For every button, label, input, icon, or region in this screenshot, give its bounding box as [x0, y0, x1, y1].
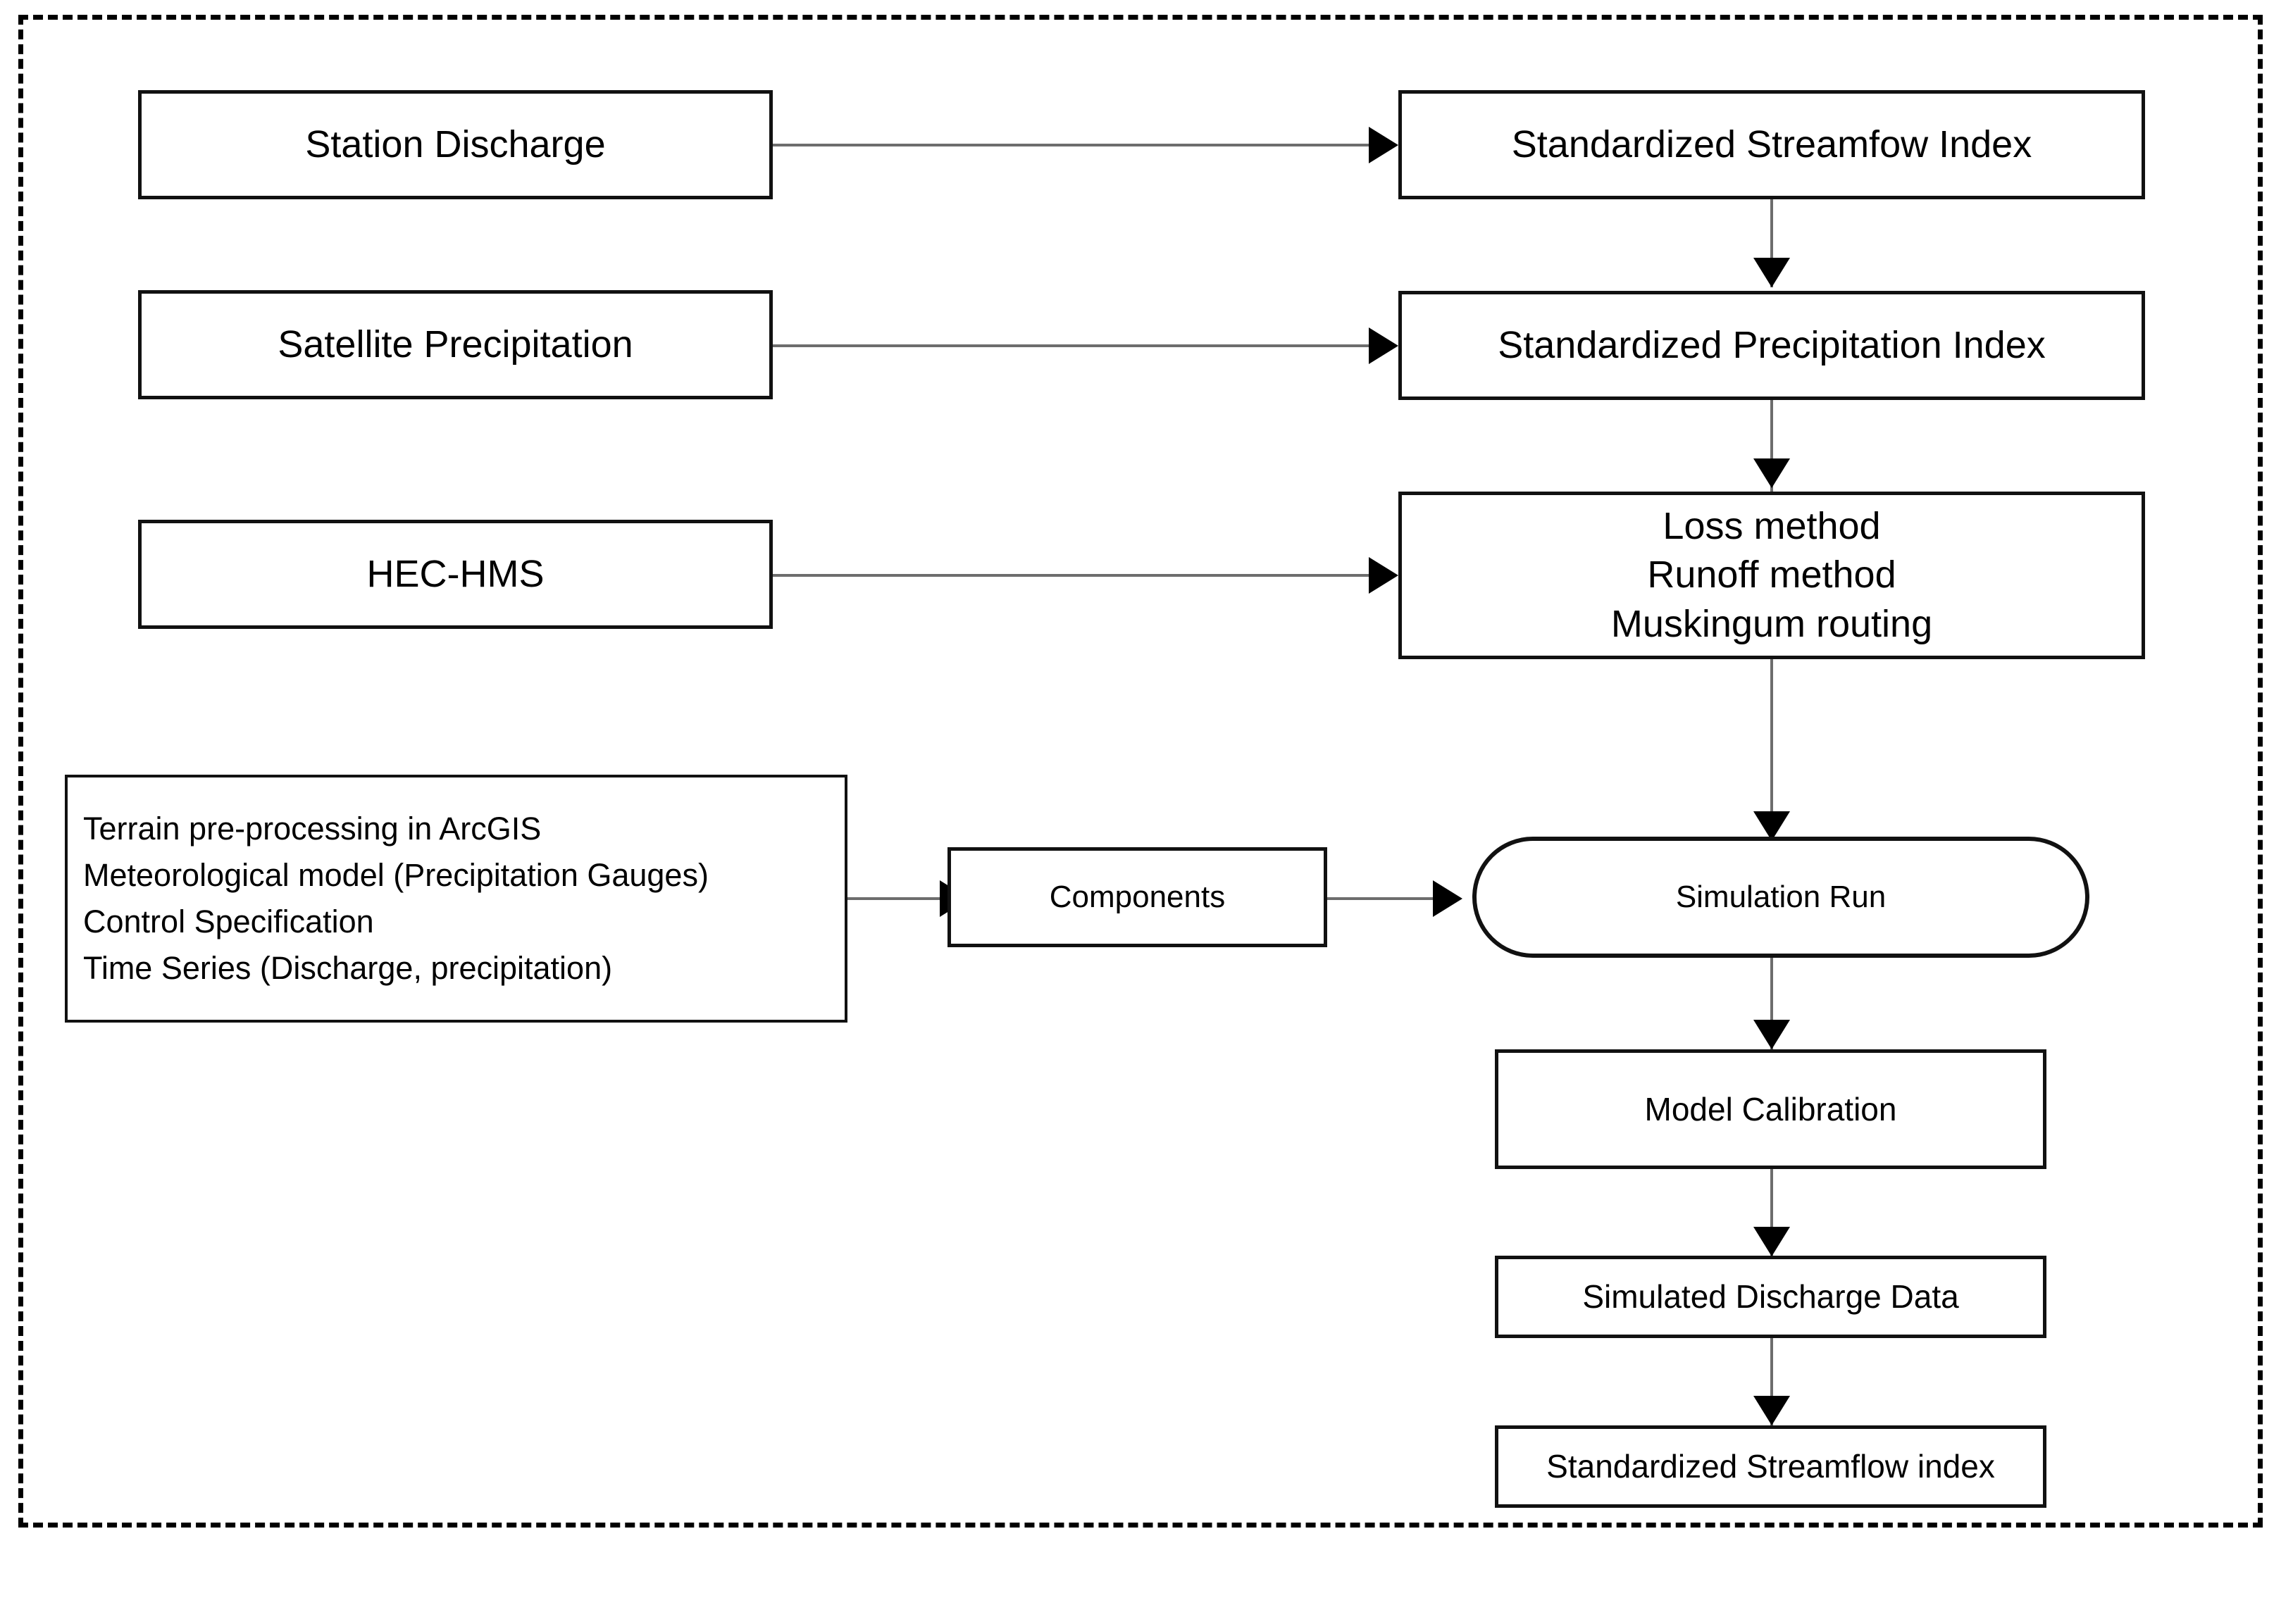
node-label: Standardized Precipitation Index	[1498, 323, 2046, 366]
diagram-dashed-border	[18, 15, 2263, 1528]
node-label: Station Discharge	[305, 123, 606, 165]
connector-simulation-run-to-model-calibration	[1770, 958, 1773, 1078]
arrowhead-spi-to-methods	[1753, 458, 1790, 488]
node-label: HEC-HMS	[366, 552, 545, 595]
node-model-calibration[interactable]: Model Calibration	[1495, 1049, 2046, 1169]
arrowhead-simulation-run-to-model-calibration	[1753, 1020, 1790, 1049]
arrowhead-satellite-precipitation-to-spi	[1369, 327, 1398, 364]
node-model-inputs-list[interactable]: Terrain pre-processing in ArcGIS Meteoro…	[65, 775, 847, 1023]
node-label: Simulated Discharge Data	[1582, 1278, 1959, 1316]
arrowhead-model-calibration-to-simulated-discharge	[1753, 1227, 1790, 1256]
connector-satellite-precipitation-to-spi	[773, 344, 1369, 347]
node-components[interactable]: Components	[947, 847, 1327, 947]
arrowhead-components-to-simulation-run	[1433, 880, 1462, 917]
node-hec-hms[interactable]: HEC-HMS	[138, 520, 773, 629]
node-label: Simulation Run	[1675, 879, 1887, 914]
node-satellite-precipitation[interactable]: Satellite Precipitation	[138, 290, 773, 399]
connector-inputs-to-components	[847, 897, 940, 900]
node-simulation-run[interactable]: Simulation Run	[1472, 837, 2089, 958]
node-label: Components	[1049, 879, 1226, 914]
arrowhead-station-discharge-to-ssi	[1369, 127, 1398, 163]
arrowhead-hec-hms-to-methods	[1369, 557, 1398, 594]
node-label: Standardized Streamfow Index	[1511, 123, 2032, 165]
node-label: Model Calibration	[1644, 1090, 1897, 1128]
arrowhead-methods-to-simulation-run	[1753, 811, 1790, 841]
node-label: Standardized Streamflow index	[1546, 1448, 1995, 1485]
connector-spi-to-methods	[1770, 400, 1773, 492]
connector-hec-hms-to-methods	[773, 574, 1369, 577]
node-standardized-precipitation-index[interactable]: Standardized Precipitation Index	[1398, 291, 2145, 400]
connector-model-calibration-to-simulated-discharge	[1770, 1169, 1773, 1284]
connector-ssi-to-spi	[1770, 199, 1773, 287]
node-label: Satellite Precipitation	[278, 323, 633, 366]
node-standardized-streamflow-index-bottom[interactable]: Standardized Streamflow index	[1495, 1425, 2046, 1508]
connector-methods-to-simulation-run	[1770, 659, 1773, 837]
arrowhead-ssi-to-spi	[1753, 258, 1790, 287]
node-label: Terrain pre-processing in ArcGIS Meteoro…	[83, 810, 709, 987]
node-standardized-streamflow-index-top[interactable]: Standardized Streamfow Index	[1398, 90, 2145, 199]
connector-components-to-simulation-run	[1327, 897, 1433, 900]
connector-simulated-discharge-to-ssi-bottom	[1770, 1338, 1773, 1453]
connector-station-discharge-to-ssi	[773, 144, 1369, 146]
node-simulated-discharge-data[interactable]: Simulated Discharge Data	[1495, 1256, 2046, 1338]
node-station-discharge[interactable]: Station Discharge	[138, 90, 773, 199]
node-label: Loss method Runoff method Muskingum rout…	[1610, 505, 1933, 645]
node-hydrologic-methods[interactable]: Loss method Runoff method Muskingum rout…	[1398, 492, 2145, 659]
arrowhead-simulated-discharge-to-ssi-bottom	[1753, 1396, 1790, 1425]
